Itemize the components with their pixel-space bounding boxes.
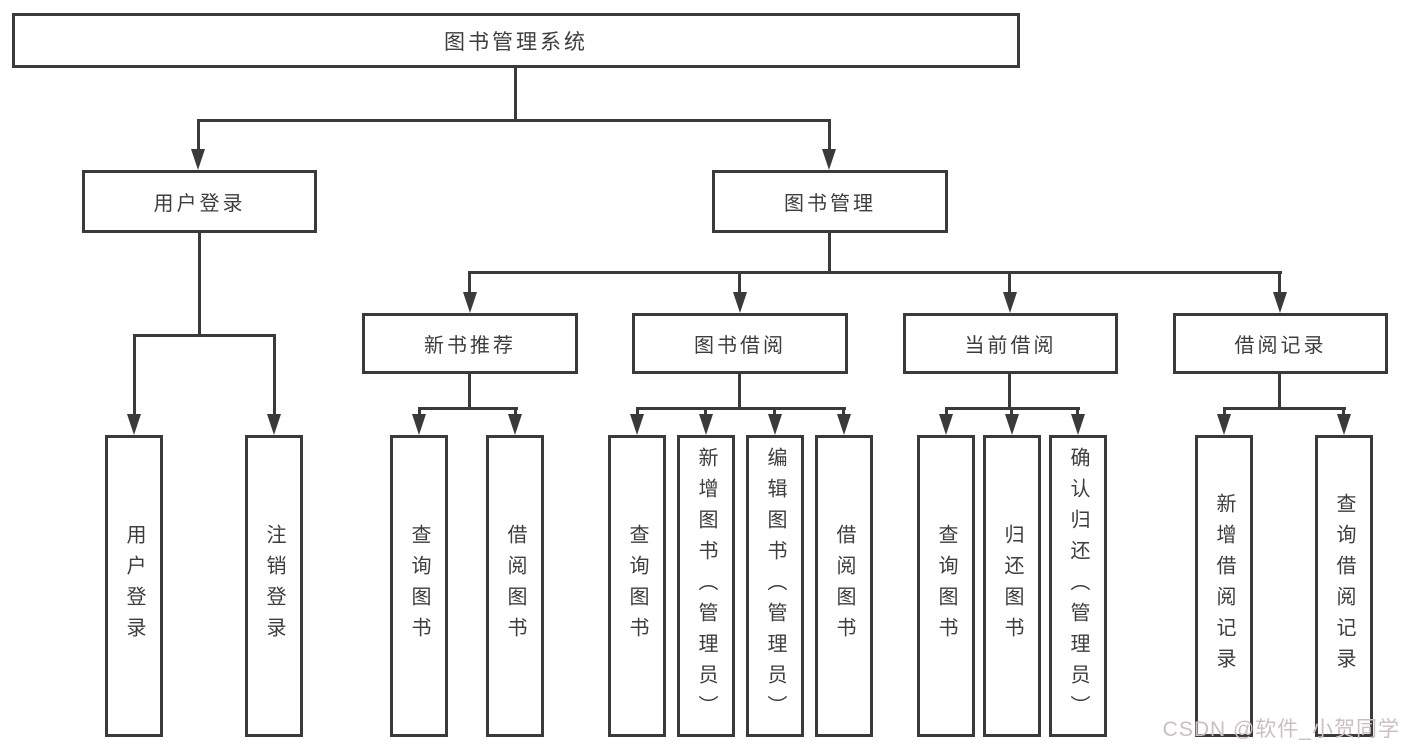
connector-line <box>133 334 276 337</box>
connector-line <box>738 271 741 296</box>
connector-arrowhead <box>939 414 953 435</box>
leaf-add-books-admin: 新增图书（管理员） <box>677 435 735 737</box>
connector-line <box>197 119 831 122</box>
node-library-system: 图书管理系统 <box>12 13 1020 68</box>
connector-arrowhead <box>699 414 713 435</box>
connector-line <box>1010 407 1013 419</box>
connector-line <box>1278 374 1281 410</box>
node-new-book-recommend: 新书推荐 <box>362 313 578 374</box>
leaf-user-login-label: 用户登录 <box>123 524 145 648</box>
node-user-login: 用户登录 <box>82 170 317 233</box>
leaf-add-borrow-record: 新增借阅记录 <box>1195 435 1253 737</box>
leaf-query-borrow-record: 查询借阅记录 <box>1315 435 1373 737</box>
leaf-query-books-current: 查询图书 <box>917 435 975 737</box>
connector-line <box>773 407 776 419</box>
connector-arrowhead <box>191 149 205 170</box>
connector-line <box>842 407 845 419</box>
node-borrowing-records-label: 借阅记录 <box>1234 335 1327 357</box>
connector-line <box>1342 407 1345 419</box>
connector-line <box>945 407 948 419</box>
connector-arrowhead <box>630 414 644 435</box>
leaf-edit-books-admin: 编辑图书（管理员） <box>746 435 804 737</box>
connector-line <box>197 119 200 152</box>
leaf-return-books-label: 归还图书 <box>1001 524 1023 648</box>
node-library-system-label: 图书管理系统 <box>444 30 588 54</box>
connector-arrowhead <box>1003 292 1017 313</box>
connector-arrowhead <box>267 414 281 435</box>
connector-line <box>704 407 707 419</box>
leaf-logout-label: 注销登录 <box>263 524 285 648</box>
leaf-query-books-borrowing: 查询图书 <box>608 435 666 737</box>
connector-arrowhead <box>837 414 851 435</box>
leaf-borrow-books-recommend-label: 借阅图书 <box>504 524 526 648</box>
node-book-borrowing-label: 图书借阅 <box>694 335 786 357</box>
connector-arrowhead <box>127 414 141 435</box>
node-book-management-label: 图书管理 <box>784 193 876 215</box>
leaf-confirm-return-admin-label: 确认归还（管理员） <box>1067 446 1089 726</box>
connector-arrowhead <box>1071 414 1085 435</box>
connector-line <box>738 374 741 410</box>
leaf-add-borrow-record-label: 新增借阅记录 <box>1213 493 1235 679</box>
leaf-logout: 注销登录 <box>245 435 303 737</box>
leaf-edit-books-admin-label: 编辑图书（管理员） <box>764 446 786 726</box>
connector-arrowhead <box>508 414 522 435</box>
node-current-borrowing-label: 当前借阅 <box>964 335 1057 357</box>
connector-line <box>514 68 517 122</box>
connector-line <box>468 271 1282 274</box>
connector-line <box>1008 271 1011 296</box>
leaf-borrow-books-borrowing: 借阅图书 <box>815 435 873 737</box>
node-book-management: 图书管理 <box>712 170 948 233</box>
leaf-query-books-borrowing-label: 查询图书 <box>626 524 648 648</box>
leaf-confirm-return-admin: 确认归还（管理员） <box>1049 435 1107 737</box>
connector-line <box>468 374 471 410</box>
leaf-query-books-recommend-label: 查询图书 <box>408 524 430 648</box>
connector-line <box>1223 407 1226 419</box>
connector-arrowhead <box>768 414 782 435</box>
connector-arrowhead <box>463 292 477 313</box>
node-borrowing-records: 借阅记录 <box>1173 313 1388 374</box>
connector-arrowhead <box>1217 414 1231 435</box>
node-book-borrowing: 图书借阅 <box>632 313 848 374</box>
connector-line <box>636 407 639 419</box>
connector-line <box>1008 374 1011 410</box>
connector-line <box>273 334 276 418</box>
connector-arrowhead <box>1273 292 1287 313</box>
leaf-return-books: 归还图书 <box>983 435 1041 737</box>
leaf-user-login: 用户登录 <box>105 435 163 737</box>
leaf-borrow-books-recommend: 借阅图书 <box>486 435 544 737</box>
connector-arrowhead <box>1337 414 1351 435</box>
connector-line <box>198 233 201 337</box>
connector-arrowhead <box>822 149 836 170</box>
connector-line <box>418 407 421 419</box>
connector-line <box>1076 407 1079 419</box>
node-current-borrowing: 当前借阅 <box>903 313 1118 374</box>
connector-line <box>468 271 471 296</box>
connector-line <box>1223 407 1346 410</box>
connector-line <box>636 407 846 410</box>
connector-arrowhead <box>1005 414 1019 435</box>
node-user-login-label: 用户登录 <box>153 193 246 215</box>
connector-arrowhead <box>733 292 747 313</box>
leaf-add-books-admin-label: 新增图书（管理员） <box>695 446 717 726</box>
connector-line <box>133 334 136 418</box>
node-new-book-recommend-label: 新书推荐 <box>424 335 516 357</box>
leaf-borrow-books-borrowing-label: 借阅图书 <box>833 524 855 648</box>
connector-line <box>418 407 518 410</box>
watermark-csdn: CSDN @软件_小贺同学 <box>1162 718 1400 741</box>
leaf-query-borrow-record-label: 查询借阅记录 <box>1333 493 1355 679</box>
connector-line <box>1278 271 1281 296</box>
connector-line <box>828 233 831 274</box>
connector-line <box>514 407 517 419</box>
connector-arrowhead <box>412 414 426 435</box>
leaf-query-books-recommend: 查询图书 <box>390 435 448 737</box>
leaf-query-books-current-label: 查询图书 <box>935 524 957 648</box>
connector-line <box>828 119 831 152</box>
